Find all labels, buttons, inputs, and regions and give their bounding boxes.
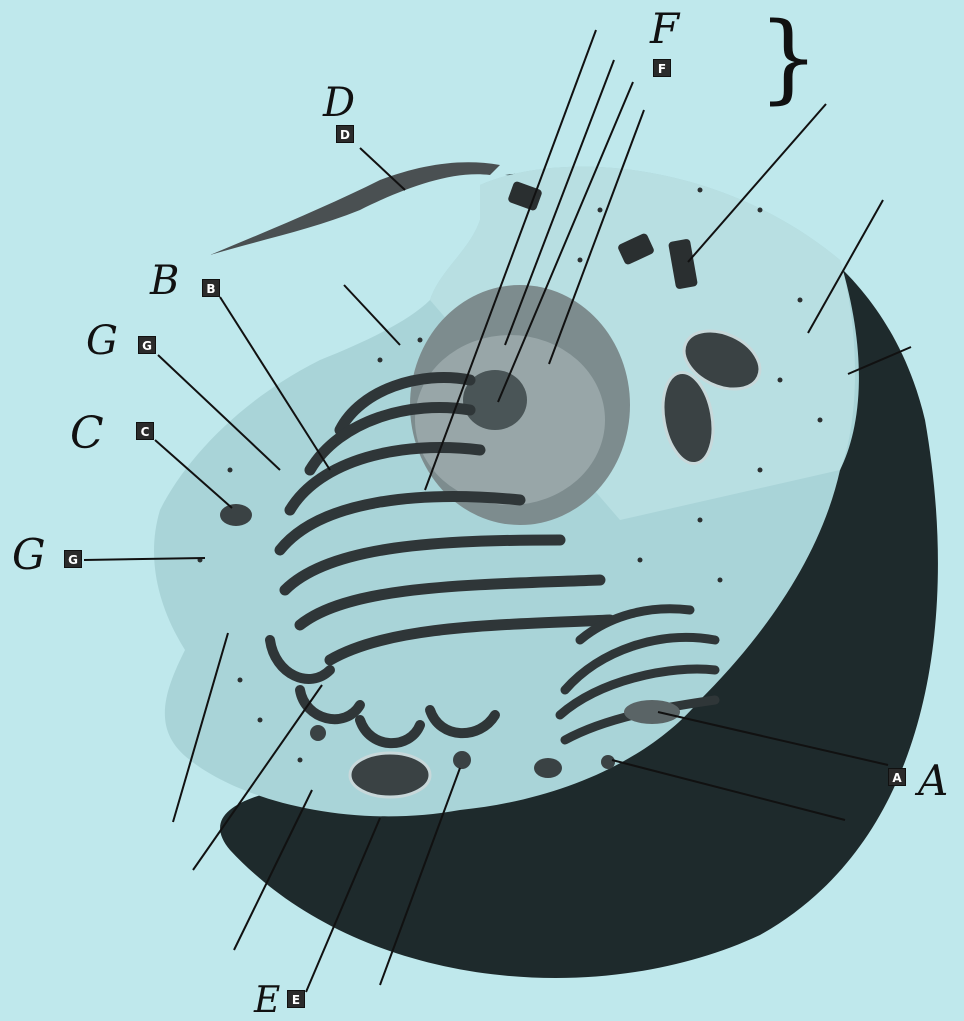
handwritten-g-lower: G <box>12 530 46 579</box>
label-box-e: E <box>287 990 305 1008</box>
handwritten-g-upper: G <box>86 318 118 364</box>
handwritten-e: E <box>254 980 280 1021</box>
label-box-f: F <box>653 59 671 77</box>
handwritten-d: D <box>323 80 355 126</box>
label-box-c: C <box>136 422 154 440</box>
label-box-a: A <box>888 768 906 786</box>
label-box-d: D <box>336 125 354 143</box>
handwritten-f: F <box>650 4 679 53</box>
handwritten-b: B <box>150 258 179 304</box>
label-box-g-upper: G <box>138 336 156 354</box>
label-box-g-lower: G <box>64 550 82 568</box>
handwritten-brace: } <box>758 10 819 106</box>
handwritten-a: A <box>918 756 948 805</box>
label-box-b: B <box>202 279 220 297</box>
golgi-vesicle <box>624 700 680 724</box>
flagellum <box>210 162 500 255</box>
handwritten-c: C <box>70 408 104 459</box>
